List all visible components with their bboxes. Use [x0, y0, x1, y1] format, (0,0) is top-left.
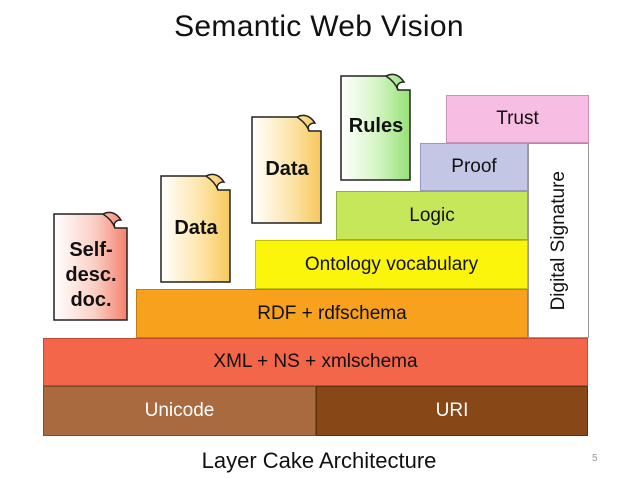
doc-self-desc: Self- desc. doc.	[53, 210, 129, 322]
layer-logic: Logic	[336, 191, 528, 240]
layer-logic-label: Logic	[409, 204, 455, 226]
doc-data-1-label: Data	[174, 217, 218, 239]
doc-rules-icon	[340, 73, 411, 181]
layer-unicode-label: Unicode	[144, 400, 215, 421]
doc-rules: Rules	[340, 72, 412, 182]
doc-rules-label: Rules	[348, 115, 404, 137]
layer-rdf-label: RDF + rdfschema	[257, 302, 407, 324]
layer-trust-label: Trust	[496, 108, 539, 129]
doc-self-desc-icon	[53, 211, 128, 321]
doc-data-2: Data	[251, 113, 323, 225]
layer-uri: URI	[316, 386, 588, 436]
layer-xml-label: XML + NS + xmlschema	[213, 351, 418, 372]
layer-digital-signature-label: Digital Signature	[547, 170, 569, 311]
layer-rdf: RDF + rdfschema	[136, 289, 528, 338]
layer-trust: Trust	[446, 95, 589, 143]
doc-data-1: Data	[160, 172, 232, 284]
layer-unicode: Unicode	[43, 386, 316, 436]
layer-proof: Proof	[420, 143, 528, 191]
layer-proof-label: Proof	[451, 156, 497, 177]
layer-digital-signature: Digital Signature	[528, 143, 589, 338]
doc-self-desc-label: Self- desc. doc.	[65, 239, 117, 311]
layer-uri-label: URI	[435, 400, 469, 421]
doc-data-2-label: Data	[265, 158, 309, 180]
doc-data-2-icon	[251, 114, 322, 224]
layer-ontology: Ontology vocabulary	[255, 240, 528, 289]
layer-ontology-label: Ontology vocabulary	[304, 253, 479, 275]
doc-data-1-icon	[160, 173, 231, 283]
slide-subtitle: Layer Cake Architecture	[201, 448, 437, 473]
slide-title: Semantic Web Vision	[174, 10, 464, 43]
slide-number: 5	[592, 453, 598, 464]
layer-xml: XML + NS + xmlschema	[43, 338, 588, 386]
